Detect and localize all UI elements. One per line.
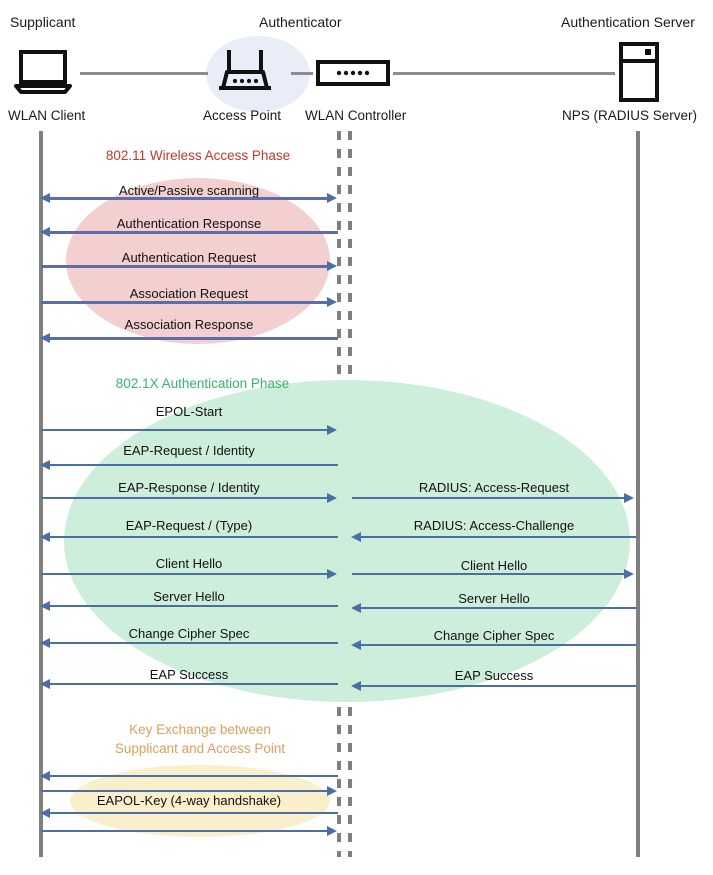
message-label: Change Cipher Spec xyxy=(128,626,250,641)
message-line xyxy=(359,607,636,609)
message-line xyxy=(359,685,636,687)
link-controller-to-server xyxy=(393,72,615,75)
message-line xyxy=(48,605,338,607)
message-line xyxy=(41,573,331,575)
phase-2-label: 802.1X Authentication Phase xyxy=(115,376,290,391)
arrowhead-right-icon xyxy=(327,569,337,579)
access-point-icon xyxy=(216,48,274,96)
link-ap-to-controller xyxy=(291,72,313,75)
message-line xyxy=(41,429,331,431)
message-line xyxy=(48,231,338,234)
arrowhead-left-icon xyxy=(40,679,50,689)
arrowhead-right-icon xyxy=(327,425,337,435)
message-line xyxy=(359,644,636,646)
message-line xyxy=(48,812,338,814)
message-label: Association Request xyxy=(129,286,249,301)
message-label: EPOL-Start xyxy=(155,404,223,419)
message-label: EAP Success xyxy=(149,667,229,682)
lifeline-supplicant xyxy=(39,131,43,857)
arrowhead-left-icon xyxy=(40,601,50,611)
arrowhead-left-icon xyxy=(351,532,361,542)
link-client-to-ap xyxy=(80,72,208,75)
message-label: Change Cipher Spec xyxy=(433,628,555,643)
message-label: RADIUS: Access-Challenge xyxy=(413,518,575,533)
message-line xyxy=(352,497,626,499)
arrowhead-left-icon xyxy=(351,603,361,613)
server-icon xyxy=(618,42,660,104)
arrowhead-left-icon xyxy=(40,532,50,542)
message-line xyxy=(48,464,338,466)
message-label: EAPOL-Key (4-way handshake) xyxy=(96,793,282,808)
message-line xyxy=(48,197,331,200)
arrowhead-left-icon xyxy=(40,460,50,470)
arrowhead-left-icon xyxy=(40,227,50,237)
message-label: Association Response xyxy=(124,317,254,332)
phase-1-label: 802.11 Wireless Access Phase xyxy=(105,148,291,163)
message-label: Client Hello xyxy=(460,558,528,573)
phase-3-label: Key Exchange between Supplicant and Acce… xyxy=(114,722,286,756)
message-line xyxy=(41,830,331,832)
message-line xyxy=(41,790,331,792)
phase-1-ellipse xyxy=(66,178,330,344)
message-line xyxy=(359,536,636,538)
arrowhead-right-icon xyxy=(624,493,634,503)
actor-role-authenticator: Authenticator xyxy=(259,14,342,30)
arrowhead-right-icon xyxy=(327,193,337,203)
arrowhead-right-icon xyxy=(327,826,337,836)
arrowhead-left-icon xyxy=(40,193,50,203)
message-label: RADIUS: Access-Request xyxy=(418,480,570,495)
arrowhead-left-icon xyxy=(351,640,361,650)
message-line xyxy=(41,497,331,499)
message-label: Active/Passive scanning xyxy=(118,183,260,198)
message-label: EAP-Response / Identity xyxy=(118,480,260,495)
message-line xyxy=(48,775,338,777)
actor-caption-wlan-client: WLAN Client xyxy=(8,108,86,123)
message-line xyxy=(48,337,338,340)
message-label: Authentication Request xyxy=(121,250,257,265)
message-label: EAP Success xyxy=(454,668,534,683)
actor-caption-nps-radius-server: NPS (RADIUS Server) xyxy=(562,108,698,123)
actor-role-supplicant: Supplicant xyxy=(10,14,76,30)
arrowhead-right-icon xyxy=(624,569,634,579)
message-line xyxy=(48,642,338,644)
arrowhead-left-icon xyxy=(40,771,50,781)
message-line xyxy=(48,536,338,538)
arrowhead-right-icon xyxy=(327,261,337,271)
message-label: EAP-Request / (Type) xyxy=(125,518,253,533)
arrowhead-right-icon xyxy=(327,493,337,503)
message-line xyxy=(352,573,626,575)
phase-3-ellipse xyxy=(70,765,330,837)
lifeline-radius-server xyxy=(636,131,640,857)
arrowhead-left-icon xyxy=(40,808,50,818)
actor-caption-wlan-controller: WLAN Controller xyxy=(305,108,407,123)
actor-role-authentication-server: Authentication Server xyxy=(561,14,695,30)
message-line xyxy=(48,683,338,685)
message-label: Client Hello xyxy=(155,556,223,571)
laptop-icon xyxy=(12,50,74,96)
wlan-controller-icon xyxy=(316,60,390,86)
arrowhead-right-icon xyxy=(327,297,337,307)
message-label: Server Hello xyxy=(458,591,530,606)
arrowhead-right-icon xyxy=(327,786,337,796)
arrowhead-left-icon xyxy=(40,333,50,343)
arrowhead-left-icon xyxy=(351,681,361,691)
actor-caption-access-point: Access Point xyxy=(203,108,282,123)
arrowhead-left-icon xyxy=(40,638,50,648)
message-line xyxy=(41,265,331,268)
message-line xyxy=(41,301,331,304)
message-label: EAP-Request / Identity xyxy=(123,443,255,458)
message-label: Server Hello xyxy=(153,589,225,604)
message-label: Authentication Response xyxy=(116,216,262,231)
phase-2-ellipse xyxy=(64,380,630,702)
